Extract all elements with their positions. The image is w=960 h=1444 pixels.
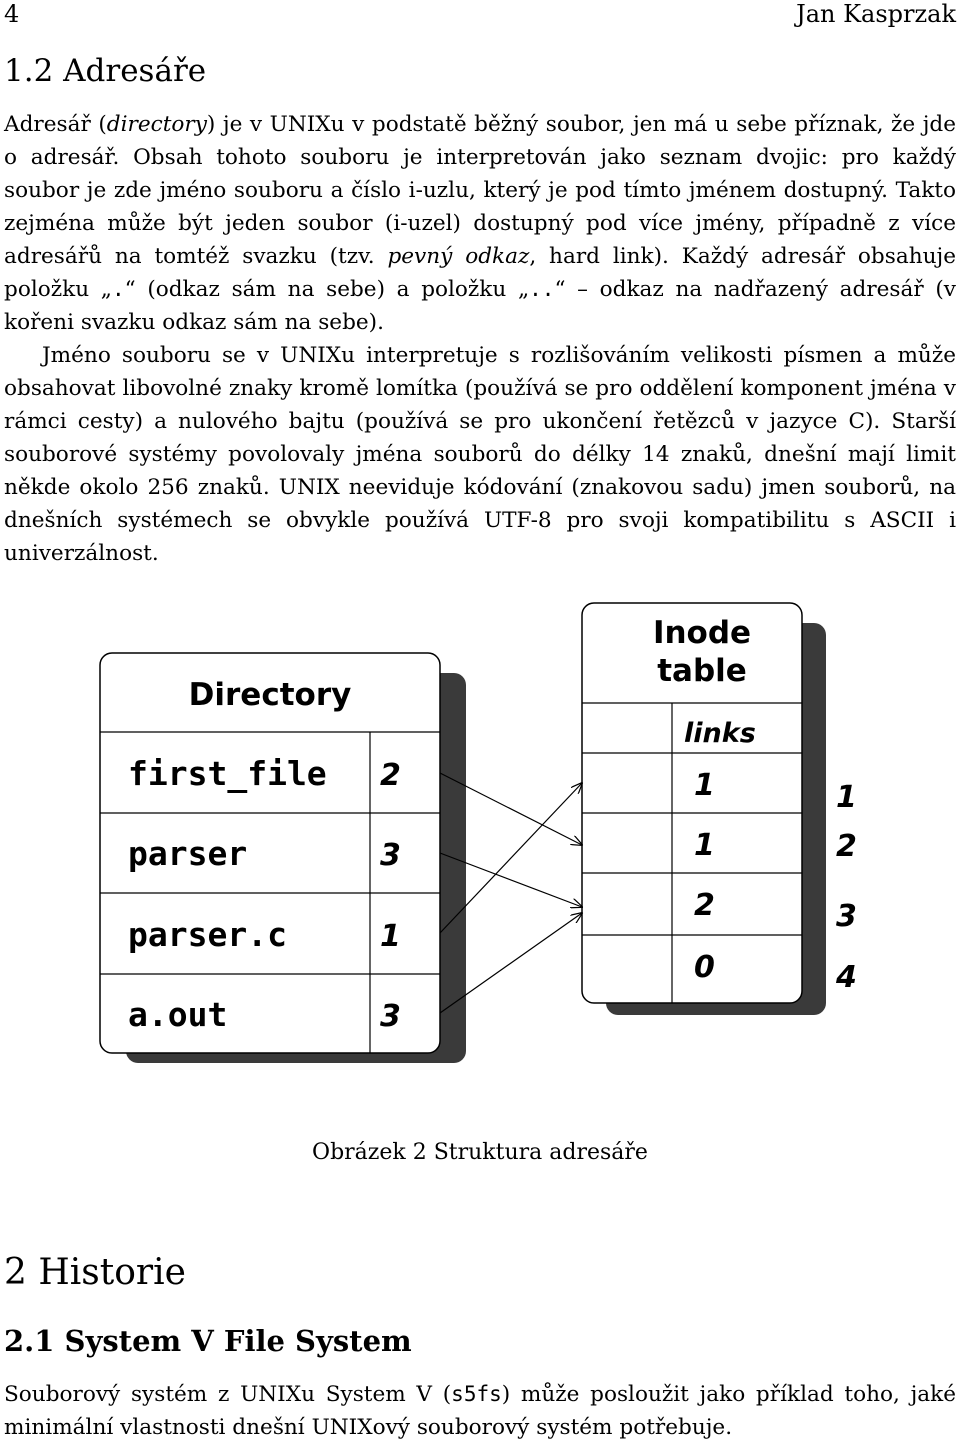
dir-entry-name: first_file [128, 754, 327, 793]
emphasis-directory: directory [106, 112, 207, 137]
dir-entry-inode: 3 [380, 838, 401, 873]
dir-entry-inode: 3 [380, 999, 401, 1034]
inode-number: 4 [835, 960, 857, 995]
link-count: 0 [694, 950, 715, 985]
text-run: “ (odkaz sám na sebe) a položku „ [124, 277, 530, 302]
inode-number: 2 [836, 829, 857, 864]
paragraph-s5fs: Souborový systém z UNIXu System V (s5fs)… [4, 1378, 956, 1444]
page-number: 4 [4, 0, 20, 28]
section-title-1-2: 1.2 Adresáře [4, 53, 207, 89]
code-dotdot: .. [529, 277, 555, 301]
code-s5fs: s5fs [451, 1382, 502, 1406]
links-header: links [684, 718, 756, 749]
dir-entry-name: parser.c [128, 915, 287, 954]
directory-structure-diagram: Directory first_file 2 parser 3 parser.c… [99, 602, 857, 1063]
emphasis-hard-link: pevný odkaz [387, 244, 530, 269]
link-arrow [439, 783, 582, 934]
inode-table-title-line1: Inode [653, 615, 751, 651]
code-dot: . [111, 277, 125, 301]
paragraph-directories: Adresář (directory) je v UNIXu v podstat… [4, 108, 956, 339]
text-run: Adresář ( [4, 112, 107, 137]
text-run: , hard link). Každý adresář obsahuje pol… [4, 244, 956, 302]
running-author: Jan Kasprzak [796, 0, 956, 28]
link-arrow [439, 852, 582, 907]
dir-entry-inode: 1 [380, 919, 401, 954]
text-run: ) je v UNIXu v podstatě běžný soubor, je… [4, 112, 956, 269]
link-arrow [439, 772, 582, 845]
text-run: Souborový systém z UNIXu System V ( [4, 1382, 452, 1407]
link-arrow [439, 913, 582, 1014]
link-count: 1 [694, 828, 715, 863]
dir-entry-name: parser [128, 834, 247, 873]
dir-entry-name: a.out [128, 995, 227, 1034]
directory-title: Directory [189, 677, 352, 713]
figure-caption: Obrázek 2 Struktura adresáře [312, 1140, 648, 1165]
section-title-2-1: 2.1 System V File System [4, 1324, 412, 1358]
page-header: 4 Jan Kasprzak [4, 0, 956, 32]
inode-table-title-line2: table [657, 653, 747, 689]
paragraph-filenames: Jméno souboru se v UNIXu interpretuje s … [4, 343, 956, 566]
text-run: “ – odkaz na nadřazený adresář (v kořeni… [4, 277, 956, 335]
text-run: ) může posloužit jako příklad toho, jaké… [4, 1382, 956, 1440]
inode-number: 1 [836, 780, 857, 815]
inode-number: 3 [836, 899, 857, 934]
section-title-2: 2 Historie [4, 1252, 186, 1293]
dir-entry-inode: 2 [380, 758, 401, 793]
link-count: 1 [694, 768, 715, 803]
link-count: 2 [694, 888, 715, 923]
